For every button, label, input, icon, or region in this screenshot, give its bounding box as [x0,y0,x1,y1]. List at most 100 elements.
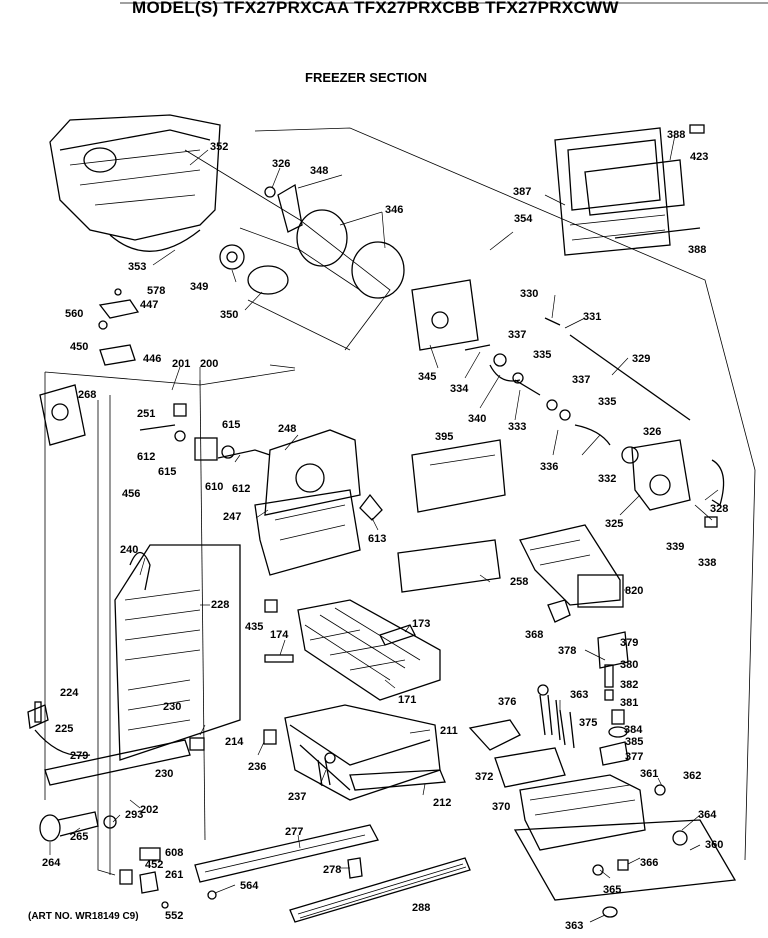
callout: 615 [222,419,240,431]
callout: 447 [140,299,158,311]
callout: 366 [640,857,658,869]
mounting-hardware [98,288,140,366]
callout: 258 [510,576,528,588]
callout: 552 [165,910,183,922]
callout: 328 [710,503,728,515]
callout-labels: 352 326 348 346 388 423 387 354 388 353 … [42,129,728,932]
callout: 277 [285,826,303,838]
air-duct-cover [254,429,383,576]
callout: 337 [572,374,590,386]
callout: 325 [605,518,623,530]
callout: 202 [140,804,158,816]
ice-bucket [49,114,221,252]
callout: 615 [158,466,176,478]
callout: 240 [120,544,138,556]
ice-storage-pan [284,704,446,801]
callout: 377 [625,751,643,763]
callout: 201 [172,358,190,370]
callout: 578 [147,285,165,297]
callout: 345 [418,371,436,383]
callout: 361 [640,768,658,780]
dispenser-door [554,124,705,256]
callout: 608 [165,847,183,859]
callout: 352 [210,141,228,153]
callout: 435 [245,621,263,633]
callout: 264 [42,857,61,869]
callout: 376 [498,696,516,708]
callout: 363 [570,689,588,701]
callout: 237 [288,791,306,803]
callout: 336 [540,461,558,473]
callout: 560 [65,308,83,320]
art-number: (ART NO. WR18149 C9) [28,911,139,922]
callout: 173 [412,618,430,630]
leader-lines [49,134,719,923]
callout: 279 [70,750,88,762]
callout: 339 [666,541,684,553]
callout: 362 [683,770,701,782]
freezer-liner [44,364,296,876]
callout: 363 [565,920,583,932]
callout: 360 [705,839,723,851]
lower-left-components [27,599,331,909]
auger-assembly [219,183,405,351]
callout: 820 [625,585,643,597]
callout: 214 [225,736,244,748]
callout: 225 [55,723,73,735]
callout: 368 [525,629,543,641]
callout: 375 [579,717,597,729]
callout: 610 [205,481,223,493]
control-board [411,439,506,513]
callout: 331 [583,311,601,323]
callout: 224 [60,687,79,699]
callout: 230 [163,701,181,713]
model-title: MODEL(S) TFX27PRXCAA TFX27PRXCBB TFX27PR… [132,0,619,17]
section-title: FREEZER SECTION [305,70,428,85]
callout: 365 [603,884,621,896]
callout: 174 [270,629,289,641]
callout: 278 [323,864,341,876]
callout: 395 [435,431,453,443]
callout: 385 [625,736,643,748]
callout: 326 [272,158,290,170]
callout: 236 [248,761,266,773]
callout: 251 [137,408,155,420]
callout: 247 [223,511,241,523]
callout: 379 [620,637,638,649]
callout: 337 [508,329,526,341]
callout: 350 [220,309,238,321]
callout: 228 [211,599,229,611]
callout: 265 [70,831,88,843]
callout: 388 [688,244,706,256]
callout: 230 [155,768,173,780]
callout: 200 [200,358,218,370]
callout: 450 [70,341,88,353]
callout: 326 [643,426,661,438]
callout: 330 [520,288,538,300]
callout: 248 [278,423,296,435]
callout: 378 [558,645,576,657]
wire-basket [297,599,441,701]
auger-motor [621,439,725,528]
callout: 372 [475,771,493,783]
callout: 612 [232,483,250,495]
callout: 364 [698,809,717,821]
callout: 446 [143,353,161,365]
callout: 348 [310,165,328,177]
callout: 334 [450,383,469,395]
callout: 335 [533,349,551,361]
callout: 268 [78,389,96,401]
callout: 387 [513,186,531,198]
bottom-rail-and-grille [194,824,471,923]
linkage-assembly [411,279,691,446]
callout: 349 [190,281,208,293]
callout: 452 [145,859,163,871]
callout: 380 [620,659,638,671]
callout: 333 [508,421,526,433]
dispenser-motor [468,719,737,918]
callout: 353 [128,261,146,273]
cabinet-components [39,384,271,461]
callout: 613 [368,533,386,545]
